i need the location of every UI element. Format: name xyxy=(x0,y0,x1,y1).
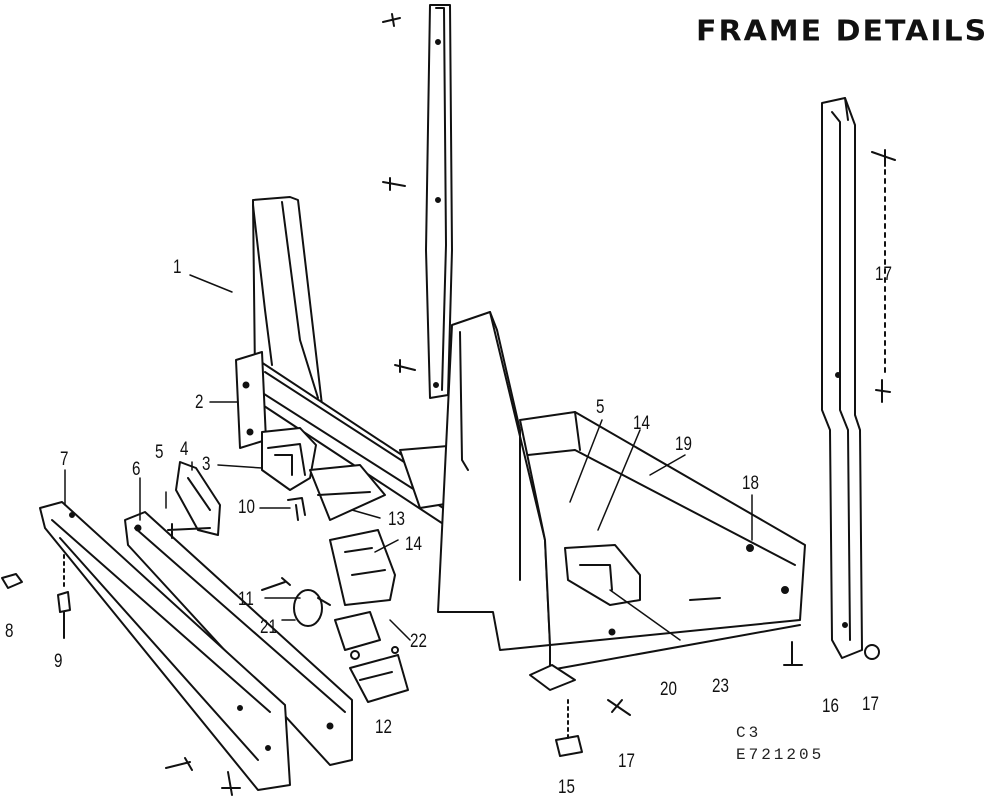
switch-pin xyxy=(261,577,291,591)
callout-13: 13 xyxy=(388,509,405,530)
callout-leaders xyxy=(64,274,753,641)
callout-12: 12 xyxy=(375,717,392,738)
diagram-title: FRAME DETAILS xyxy=(696,14,989,49)
callout-14-right: 14 xyxy=(633,413,650,434)
callout-9: 9 xyxy=(54,651,63,672)
callout-14-left: 14 xyxy=(405,534,422,555)
screw-mid xyxy=(382,177,406,191)
callout-6: 6 xyxy=(132,459,141,480)
bottom-screw-center xyxy=(221,771,241,796)
switch-block-assembly xyxy=(261,427,317,491)
callout-1: 1 xyxy=(173,257,182,278)
callout-17-tray: 17 xyxy=(618,751,635,772)
callout-20: 20 xyxy=(660,679,677,700)
leg-bolt xyxy=(783,641,803,666)
callout-10: 10 xyxy=(238,497,255,518)
toe-panel xyxy=(39,501,291,791)
left-upright xyxy=(252,196,323,406)
right-vertical-rail xyxy=(821,97,863,659)
diagram-code-line2: E721205 xyxy=(736,746,825,764)
screw-low xyxy=(394,359,416,373)
wire-clip xyxy=(287,497,306,521)
callout-21: 21 xyxy=(260,617,277,638)
tray-screw-17 xyxy=(607,699,631,716)
front-kick-panel xyxy=(124,511,353,766)
base-tray xyxy=(519,411,806,671)
callout-17-rail: 17 xyxy=(875,264,892,285)
tray-foot xyxy=(529,664,576,691)
callout-4: 4 xyxy=(180,439,189,460)
callout-18: 18 xyxy=(742,473,759,494)
callout-8: 8 xyxy=(5,621,14,642)
bottom-screw-left xyxy=(165,757,193,771)
callout-5: 5 xyxy=(155,442,164,463)
callout-16: 16 xyxy=(822,696,839,717)
rail-screw-top xyxy=(871,149,896,167)
leveling-leg-left xyxy=(1,554,71,639)
callout-19: 19 xyxy=(675,434,692,455)
callout-5-right: 5 xyxy=(596,397,605,418)
callout-2: 2 xyxy=(195,392,204,413)
screw-top xyxy=(382,13,401,27)
callout-15: 15 xyxy=(558,777,575,798)
tray-mounting-bracket xyxy=(564,544,641,606)
callout-7: 7 xyxy=(60,449,69,470)
diagram-code-line1: C3 xyxy=(736,724,762,742)
callout-23: 23 xyxy=(712,676,729,697)
callout-3: 3 xyxy=(202,454,211,475)
rail-screw-bottom xyxy=(875,379,891,403)
callout-22: 22 xyxy=(410,631,427,652)
door-switch-housing xyxy=(293,589,331,627)
center-side-panel xyxy=(437,311,551,651)
door-hinge-bracket xyxy=(175,461,221,536)
center-vertical-rail xyxy=(425,4,453,399)
callout-11: 11 xyxy=(238,589,254,610)
callout-17-foot: 17 xyxy=(862,694,879,715)
interlock-switch-assembly xyxy=(334,611,409,703)
rail-foot-bolt xyxy=(864,644,880,660)
hinge-screw xyxy=(167,523,211,539)
leveling-leg-15 xyxy=(555,699,583,757)
latch-plate xyxy=(329,529,396,606)
